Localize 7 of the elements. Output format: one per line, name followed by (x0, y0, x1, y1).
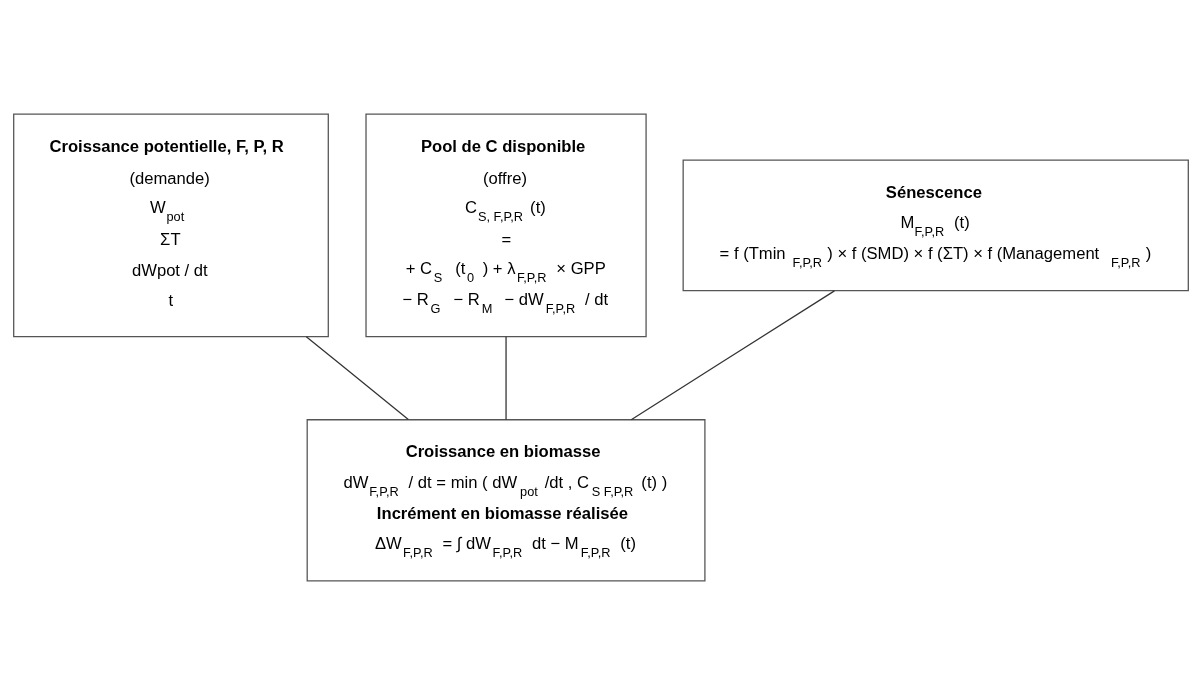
node-box: Pool de C disponible (offre) C$_{S, F,P,R}$ (t) = + C$_{S}$ (t$_{0}$) + λ$_{F,P,R}$ × GPP − R$_{G}$ − R$_{M}$ − dW$_{F,P,R}$ / dt (365, 113, 647, 337)
node-box: Sénescence M$_{F,P,R}$ (t) = f (Tmin $_{F,P,R}$) × f (SMD) × f (ΣT) × f (Management $_{F,P,R}$) (682, 159, 1189, 291)
connector (505, 335, 507, 420)
connector (305, 335, 409, 420)
node-box: Croissance en biomasse dW$_{F,P,R}$ / dt = min ( dW$_{pot}$/dt , C$_{S F,P,R}$ (t) ) Incrément en biomasse réalisée ΔW$_{F,P,R}$ = ∫ dW$_{F,P,R}$ dt − M$_{F,P,R}$ (t) (306, 418, 706, 581)
node-box: Croissance potentielle, F, P, R (demande) W$_{pot}$ ΣT dWpot / dt t (13, 113, 329, 337)
connector (630, 289, 836, 420)
